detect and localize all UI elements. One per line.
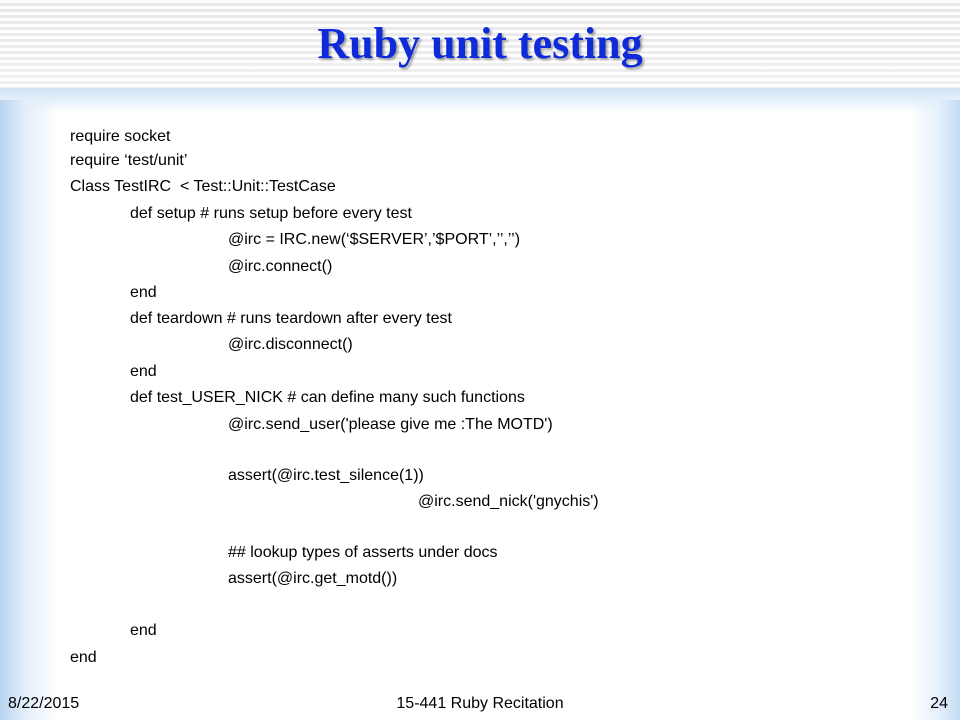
- slide-title: Ruby unit testing: [317, 19, 643, 68]
- code-line: end: [130, 622, 157, 639]
- footer-date: 8/22/2015: [8, 695, 80, 712]
- code-line: require ‘test/unit’: [70, 152, 188, 169]
- header-blue-bar: [0, 88, 960, 112]
- code-line: Class TestIRC < Test::Unit::TestCase: [70, 178, 336, 195]
- code-line: ## lookup types of asserts under docs: [228, 544, 498, 561]
- code-line: def test_USER_NICK # can define many suc…: [130, 389, 525, 406]
- code-line: def setup # runs setup before every test: [130, 205, 412, 222]
- code-line: @irc.connect(): [228, 258, 333, 275]
- code-line: require socket: [70, 128, 171, 145]
- code-line: assert(@irc.get_motd()): [228, 570, 398, 587]
- header-stripes: [0, 0, 960, 100]
- footer-course: 15-441 Ruby Recitation: [396, 695, 564, 712]
- footer-page-number: 24: [930, 695, 948, 712]
- right-border-glow: [910, 100, 960, 720]
- code-line: def teardown # runs teardown after every…: [130, 310, 452, 327]
- code-line: @irc.send_nick('gnychis'): [418, 493, 599, 510]
- code-line: end: [70, 649, 97, 666]
- code-line: assert(@irc.test_silence(1)): [228, 467, 424, 484]
- code-line: @irc.disconnect(): [228, 336, 353, 353]
- code-line: end: [130, 284, 157, 301]
- code-line: @irc = IRC.new(‘$SERVER’,’$PORT’,’’,’’): [228, 231, 521, 248]
- left-border-glow: [0, 100, 60, 720]
- code-line: @irc.send_user('please give me :The MOTD…: [228, 416, 553, 433]
- code-line: end: [130, 363, 157, 380]
